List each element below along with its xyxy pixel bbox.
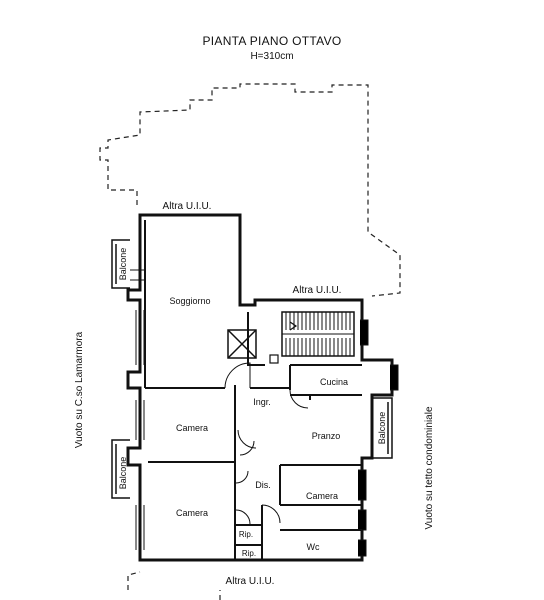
- balcone-bottom-outline: [111, 439, 130, 499]
- plan-title: PIANTA PIANO OTTAVO: [202, 34, 342, 48]
- label-neighbor-middle: Altra U.I.U.: [293, 285, 342, 296]
- label-camera-right: Camera: [306, 491, 338, 501]
- landing-column: [269, 354, 279, 364]
- balcone-top-outline: [111, 239, 130, 289]
- label-ingresso: Ingr.: [253, 397, 271, 407]
- label-balcone-bottom: Balcone: [118, 457, 128, 490]
- height-note: H=310cm: [250, 51, 294, 62]
- left-windows: [130, 269, 145, 550]
- label-neighbor-top: Altra U.I.U.: [163, 201, 212, 212]
- label-cucina: Cucina: [320, 377, 348, 387]
- outer-walls: [126, 213, 394, 562]
- label-balcone-top: Balcone: [118, 248, 128, 281]
- label-neighbor-bottom: Altra U.I.U.: [226, 576, 275, 587]
- label-camera-left: Camera: [176, 423, 208, 433]
- neighbor-boundary-bottom: [127, 571, 221, 600]
- right-windows: [358, 319, 399, 557]
- interior-walls: [144, 220, 362, 560]
- label-camera-bottom: Camera: [176, 508, 208, 518]
- label-wc: Wc: [307, 542, 320, 552]
- label-ripostiglio-1: Rip.: [239, 530, 253, 539]
- label-side-right: Vuoto su tetto condominiale: [424, 406, 435, 529]
- label-ripostiglio-2: Rip.: [242, 549, 256, 558]
- balcone-right-outline: [372, 397, 393, 459]
- neighbor-boundary: [99, 83, 401, 297]
- lift-shaft: [227, 329, 257, 359]
- label-side-left: Vuoto su C.so Lamarmora: [74, 331, 85, 448]
- label-disimpegno: Dis.: [255, 480, 271, 490]
- door-swings: [224, 362, 309, 525]
- staircase: [281, 311, 355, 357]
- label-soggiorno: Soggiorno: [169, 296, 210, 306]
- label-balcone-right: Balcone: [377, 412, 387, 445]
- label-pranzo: Pranzo: [312, 431, 341, 441]
